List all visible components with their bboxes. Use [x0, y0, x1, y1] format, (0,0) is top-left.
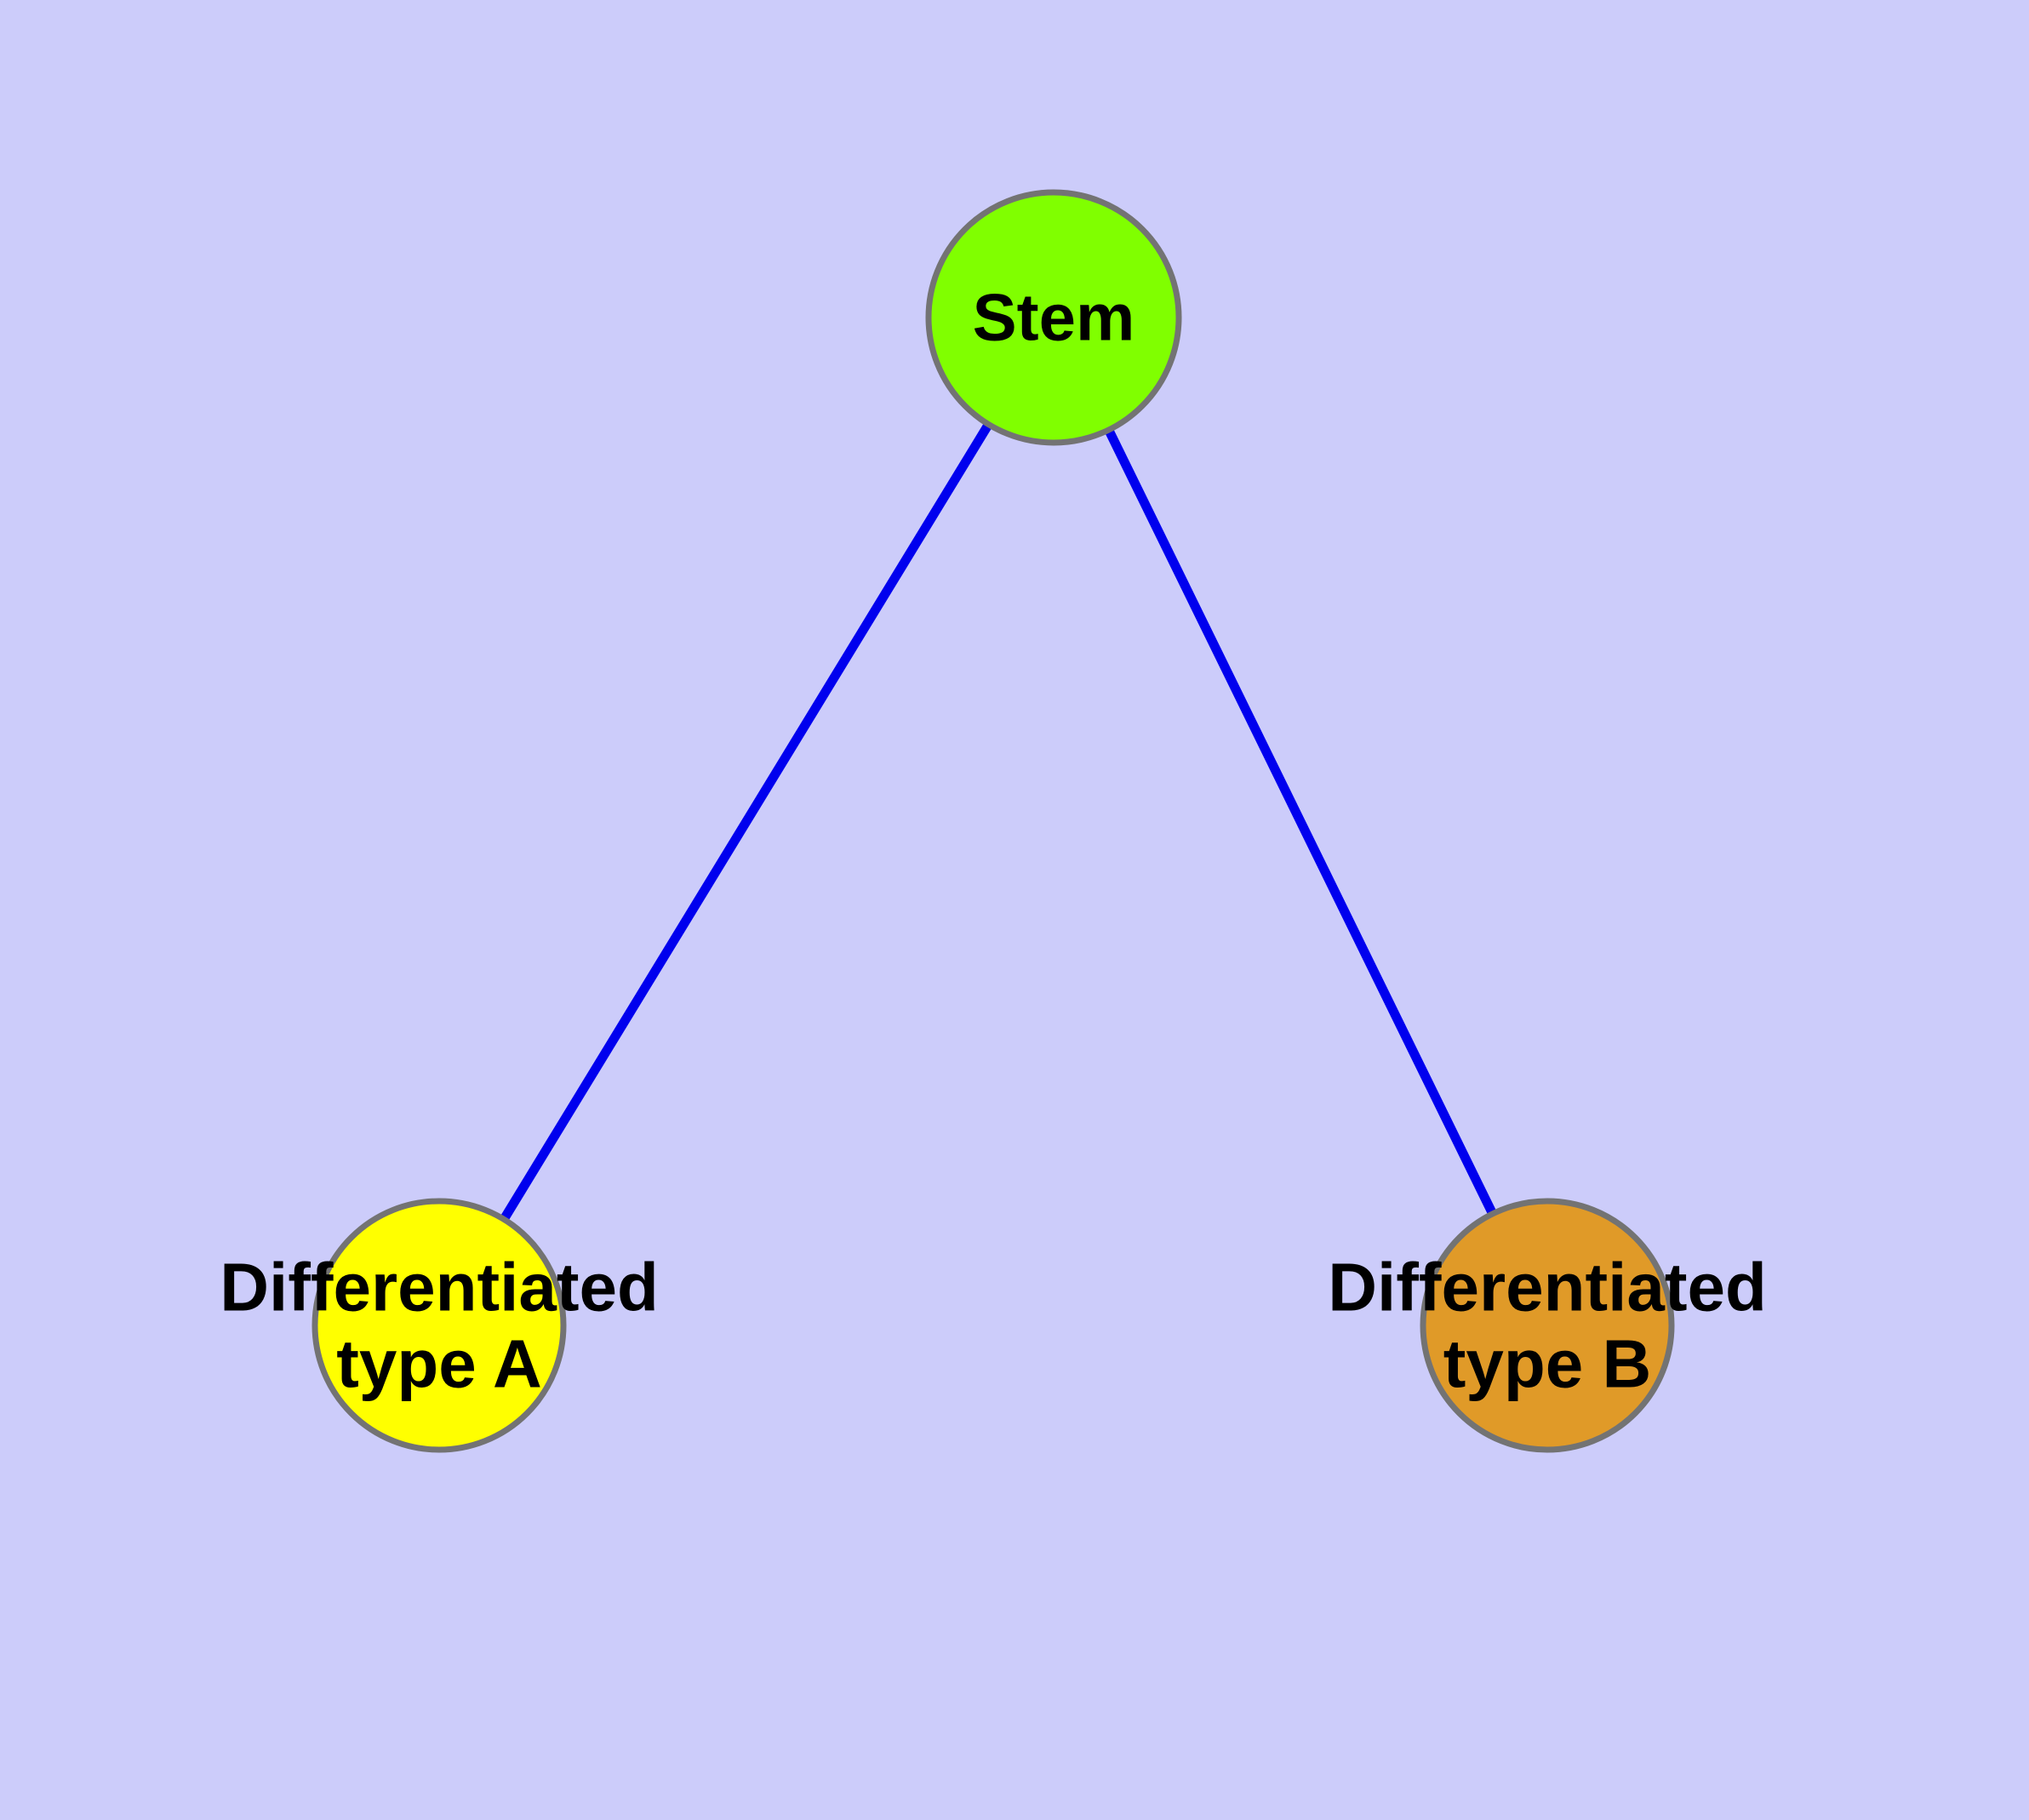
node-diff_a[interactable]	[311, 1198, 567, 1453]
edge-stem-diff-a	[500, 421, 993, 1222]
node-stem[interactable]	[925, 189, 1182, 446]
node-diff_b[interactable]	[1420, 1198, 1675, 1453]
edge-stem-diff-b	[1104, 427, 1497, 1216]
edge-layer	[500, 421, 1497, 1222]
node-layer	[311, 189, 1675, 1453]
